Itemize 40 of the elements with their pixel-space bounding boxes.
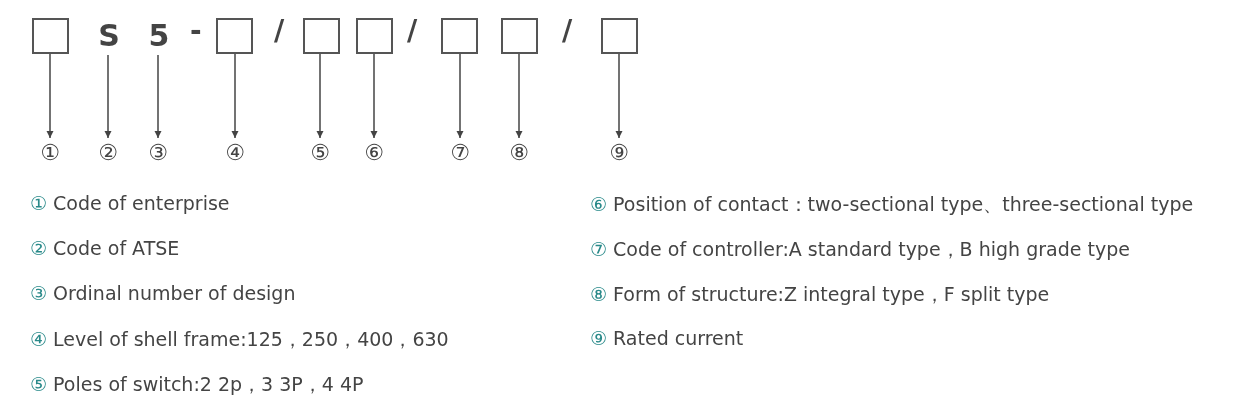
callout-number: ④ [221,138,249,166]
arrow [456,53,464,139]
callout-number: ① [36,138,64,166]
arrow [104,54,112,139]
callout-number: ③ [144,138,172,166]
separator-mark: / [562,14,573,47]
legend-description: ⑧ Form of structure:Z integral type，F split type [590,282,1050,307]
separator-mark: / [407,14,418,47]
callout-number: ② [94,138,122,166]
code-letter: 5 [143,15,175,55]
arrow [231,53,239,139]
arrow [370,53,378,139]
legend-description: ② Code of ATSE [30,237,180,259]
callout-number: ⑦ [446,138,474,166]
legend-description: ⑤ Poles of switch:2 2p，3 3P，4 4P [30,372,364,397]
legend-description: ① Code of enterprise [30,192,230,214]
legend-description: ③ Ordinal number of design [30,282,296,304]
callout-number: ⑤ [306,138,334,166]
arrow [46,53,54,139]
blank-code-box [441,18,478,54]
arrow [154,54,162,139]
legend-description: ⑦ Code of controller:A standard type，B high grade type [590,237,1130,262]
blank-code-box [303,18,340,54]
legend-description: ⑥ Position of contact：two-sectional type、three-sectional type [590,192,1194,217]
callout-number: ⑥ [360,138,388,166]
blank-code-box [216,18,253,54]
legend-description: ④ Level of shell frame:125，250，400，630 [30,327,449,352]
arrow [615,53,623,139]
blank-code-box [32,18,69,54]
blank-code-box [601,18,638,54]
code-letter: S [93,15,125,55]
blank-code-box [356,18,393,54]
arrow [316,53,324,139]
callout-number: ⑨ [605,138,633,166]
separator-mark: / [274,14,285,47]
legend-description: ⑨ Rated current [590,327,744,349]
separator-mark: - [190,14,202,47]
blank-code-box [501,18,538,54]
callout-number: ⑧ [505,138,533,166]
arrow [515,53,523,139]
